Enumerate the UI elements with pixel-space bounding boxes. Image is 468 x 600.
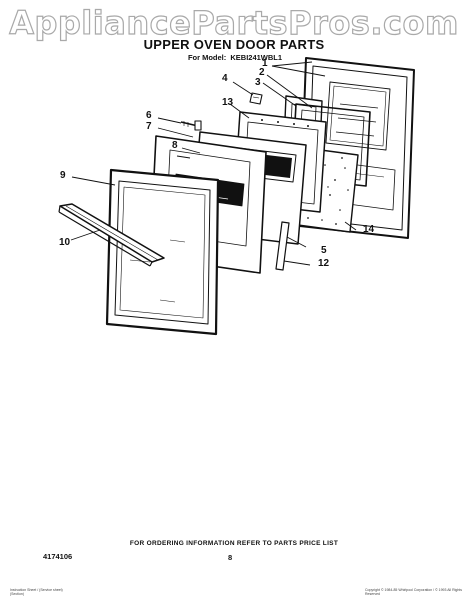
page-number: 8	[228, 553, 233, 562]
watermark: AppliancePartsPros.com	[9, 3, 459, 42]
part-10-handle	[58, 203, 165, 267]
model-prefix: For Model:	[187, 53, 227, 62]
part-4-clip	[249, 92, 263, 105]
callout-4: 4	[222, 73, 228, 84]
callout-7: 7	[146, 121, 152, 132]
part-12-strip	[275, 221, 290, 271]
fine-print-left: Instruction Sheet / (Service sheet) (Sec…	[10, 588, 63, 596]
callout-3: 3	[255, 77, 261, 88]
callout-5: 5	[321, 245, 327, 256]
page-title: UPPER OVEN DOOR PARTS	[143, 37, 325, 52]
callout-10: 10	[59, 237, 71, 248]
callout-6: 6	[146, 110, 152, 121]
leader-lines	[70, 61, 357, 266]
callout-12: 12	[318, 258, 330, 269]
model-line: For Model: KEBI241WBL1	[0, 53, 468, 62]
ordering-note: FOR ORDERING INFORMATION REFER TO PARTS …	[129, 540, 339, 547]
callout-13: 13	[222, 97, 234, 108]
callout-14: 14	[363, 224, 375, 235]
callout-1: 1	[262, 58, 268, 69]
part-number: 4174106	[43, 552, 73, 561]
fine-print-right: Copyright © 1984-85 Whirlpool Corporatio…	[365, 588, 462, 596]
callout-8: 8	[172, 140, 178, 151]
part-9-outer-door	[105, 168, 220, 336]
callout-2: 2	[259, 67, 265, 78]
model-number: KEBI241WBL1	[230, 53, 283, 62]
part-6-screw	[180, 120, 202, 131]
callout-9: 9	[60, 170, 66, 181]
